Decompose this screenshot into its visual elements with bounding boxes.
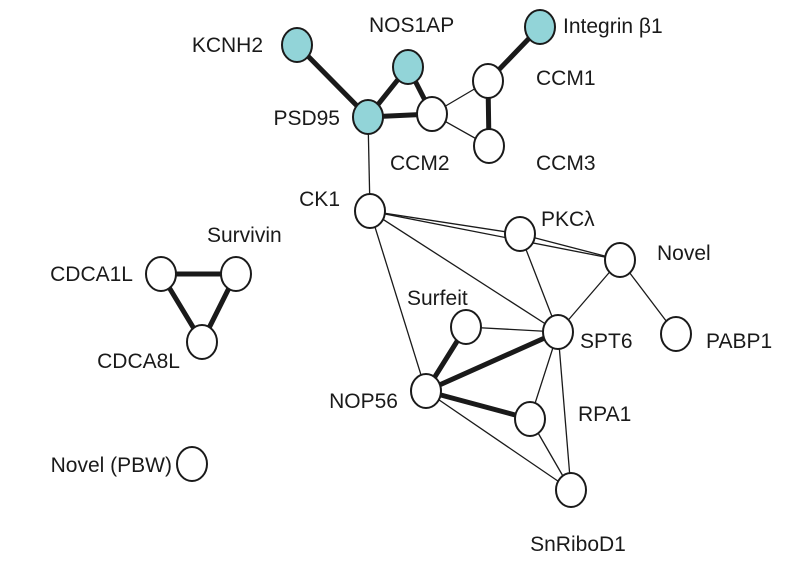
node-label-ck1: CK1 xyxy=(299,188,340,211)
node-label-novelpbw: Novel (PBW) xyxy=(51,454,172,477)
nodes-layer xyxy=(145,9,692,508)
node-label-nos1ap: NOS1AP xyxy=(369,14,454,37)
node-snribod1 xyxy=(555,472,587,508)
node-label-surfeit: Surfeit xyxy=(407,287,468,310)
node-cdca8l xyxy=(186,324,218,360)
edge-spt6-snribod1 xyxy=(557,331,572,491)
node-label-integrin: Integrin β1 xyxy=(563,15,663,38)
node-label-survivin: Survivin xyxy=(207,224,282,247)
node-survivin xyxy=(220,256,252,292)
node-nop56 xyxy=(410,373,442,409)
node-cdca1l xyxy=(145,256,177,292)
node-label-pkc: PKCλ xyxy=(541,208,595,231)
node-novel xyxy=(604,242,636,278)
node-ccm2 xyxy=(416,96,448,132)
node-label-cdca1l: CDCA1L xyxy=(50,263,133,286)
node-label-pabp1: PABP1 xyxy=(706,330,772,353)
edge-ck1-novel xyxy=(369,210,621,261)
edge-pkc-novel xyxy=(519,233,621,261)
edge-ck1-pkc xyxy=(369,210,521,235)
node-label-kcnh2: KCNH2 xyxy=(192,34,263,57)
node-label-ccm2: CCM2 xyxy=(390,152,450,175)
node-pabp1 xyxy=(660,316,692,352)
node-kcnh2 xyxy=(281,27,313,63)
edge-ck1-nop56 xyxy=(369,210,427,392)
edge-nop56-snribod1 xyxy=(425,390,572,491)
node-label-ccm3: CCM3 xyxy=(536,152,596,175)
edge-ck1-spt6 xyxy=(369,210,559,333)
node-label-rpa1: RPA1 xyxy=(578,403,631,426)
node-ck1 xyxy=(354,193,386,229)
node-novelpbw xyxy=(176,446,208,482)
node-integrin xyxy=(524,9,556,45)
node-label-snribod1: SnRiboD1 xyxy=(530,533,626,556)
node-pkc xyxy=(504,216,536,252)
node-label-psd95: PSD95 xyxy=(273,107,340,130)
node-label-nop56: NOP56 xyxy=(329,390,398,413)
node-label-cdca8l: CDCA8L xyxy=(97,350,180,373)
node-ccm3 xyxy=(473,128,505,164)
edge-nop56-rpa1 xyxy=(423,388,533,422)
edge-nop56-spt6 xyxy=(423,329,561,394)
node-rpa1 xyxy=(514,401,546,437)
node-label-novel: Novel xyxy=(657,242,711,265)
node-psd95 xyxy=(352,99,384,135)
node-surfeit xyxy=(450,309,482,345)
node-label-spt6: SPT6 xyxy=(580,330,633,353)
node-label-ccm1: CCM1 xyxy=(536,67,596,90)
node-nos1ap xyxy=(392,49,424,85)
node-spt6 xyxy=(542,314,574,350)
node-ccm1 xyxy=(472,63,504,99)
